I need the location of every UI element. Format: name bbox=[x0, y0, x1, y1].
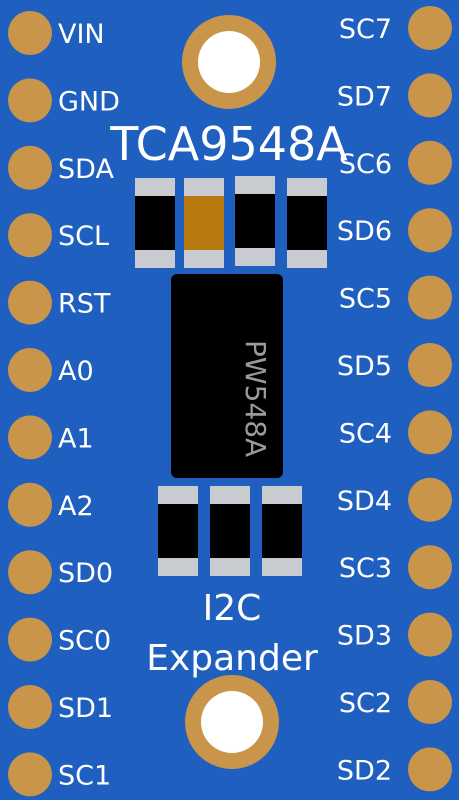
smd-resistor-2 bbox=[235, 176, 275, 266]
smd-resistor-4 bbox=[158, 486, 198, 576]
pin-pad bbox=[408, 680, 452, 724]
pin-pad bbox=[8, 78, 52, 123]
pin-label: SC7 bbox=[339, 14, 392, 45]
pin-pad bbox=[408, 410, 452, 455]
pin-pad bbox=[8, 550, 52, 595]
pin-pad bbox=[408, 477, 452, 522]
pin-right-sc7: SC7 bbox=[339, 6, 452, 50]
pin-left-sc1: SC1 bbox=[8, 752, 111, 797]
pin-pad bbox=[408, 73, 452, 118]
pin-right-sd2: SD2 bbox=[337, 747, 452, 792]
pin-pad bbox=[408, 208, 452, 253]
pin-right-sc4: SC4 bbox=[339, 410, 452, 455]
pin-label: SDA bbox=[58, 154, 114, 185]
mounting-hole-bottom bbox=[185, 675, 279, 769]
pin-pad bbox=[408, 275, 452, 320]
pin-left-rst: RST bbox=[8, 280, 111, 325]
pin-label: SC5 bbox=[339, 284, 392, 315]
pin-left-sda: SDA bbox=[8, 145, 114, 190]
pin-pad bbox=[8, 213, 52, 258]
pin-pad bbox=[8, 11, 52, 55]
pin-pad bbox=[8, 752, 52, 797]
pin-left-sd1: SD1 bbox=[8, 685, 113, 729]
pin-left-a1: A1 bbox=[8, 415, 94, 460]
pin-pad bbox=[408, 747, 452, 792]
pin-label: SC0 bbox=[58, 626, 111, 657]
chip-marking: PW548A bbox=[239, 340, 272, 457]
pin-label: SD7 bbox=[337, 81, 392, 112]
pin-right-sd5: SD5 bbox=[337, 343, 452, 387]
smd-resistor-5 bbox=[210, 486, 250, 576]
pin-pad bbox=[8, 415, 52, 460]
pin-label: RST bbox=[58, 289, 111, 320]
pin-right-sc6: SC6 bbox=[339, 140, 452, 185]
pin-left-sd0: SD0 bbox=[8, 550, 113, 595]
pin-label: SC4 bbox=[339, 418, 392, 449]
pin-right-sd7: SD7 bbox=[337, 73, 452, 118]
pin-right-sc3: SC3 bbox=[339, 545, 452, 590]
pin-label: SD5 bbox=[337, 351, 392, 382]
pin-label: GND bbox=[58, 86, 120, 117]
pin-label: SD0 bbox=[58, 558, 113, 589]
pin-left-vin: VIN bbox=[8, 11, 105, 55]
smd-resistor-1 bbox=[135, 178, 175, 268]
pin-label: SC1 bbox=[58, 760, 111, 791]
tca9548a-chip: PW548A bbox=[171, 274, 283, 478]
pin-right-sc2: SC2 bbox=[339, 680, 452, 724]
mounting-hole-top bbox=[182, 15, 276, 109]
pin-left-a0: A0 bbox=[8, 348, 94, 392]
pin-pad bbox=[8, 685, 52, 729]
pin-label: SD1 bbox=[58, 693, 113, 724]
pin-label: SD4 bbox=[337, 486, 392, 517]
pin-label: VIN bbox=[58, 19, 105, 50]
pin-right-sd6: SD6 bbox=[337, 208, 452, 253]
pin-pad bbox=[8, 145, 52, 190]
pin-right-sc5: SC5 bbox=[339, 275, 452, 320]
pin-left-gnd: GND bbox=[8, 78, 120, 123]
pin-pad bbox=[8, 280, 52, 325]
pin-label: SC2 bbox=[339, 688, 392, 719]
pin-label: A0 bbox=[58, 356, 94, 387]
pin-pad bbox=[408, 140, 452, 185]
smd-resistor-3 bbox=[287, 178, 327, 268]
pin-label: SD3 bbox=[337, 621, 392, 652]
pin-pad bbox=[8, 348, 52, 392]
pin-label: A2 bbox=[58, 491, 94, 522]
pin-left-scl: SCL bbox=[8, 213, 109, 258]
smd-capacitor-amber bbox=[184, 178, 224, 268]
pin-label: A1 bbox=[58, 423, 94, 454]
pin-label: SCL bbox=[58, 221, 109, 252]
smd-resistor-6 bbox=[262, 486, 302, 576]
pin-pad bbox=[8, 617, 52, 662]
pin-pad bbox=[408, 612, 452, 657]
pin-pad bbox=[408, 545, 452, 590]
board-subtitle-line1: I2C bbox=[203, 588, 262, 629]
pin-pad bbox=[408, 343, 452, 387]
pin-right-sd4: SD4 bbox=[337, 477, 452, 522]
pin-pad bbox=[408, 6, 452, 50]
pin-label: SD2 bbox=[337, 755, 392, 786]
pin-left-a2: A2 bbox=[8, 482, 94, 527]
pin-label: SD6 bbox=[337, 216, 392, 247]
board-title: TCA9548A bbox=[109, 117, 348, 171]
pin-label: SC3 bbox=[339, 553, 392, 584]
pin-label: SC6 bbox=[339, 149, 392, 180]
pin-left-sc0: SC0 bbox=[8, 617, 111, 662]
pin-pad bbox=[8, 482, 52, 527]
board-subtitle-line2: Expander bbox=[146, 638, 318, 679]
pin-right-sd3: SD3 bbox=[337, 612, 452, 657]
